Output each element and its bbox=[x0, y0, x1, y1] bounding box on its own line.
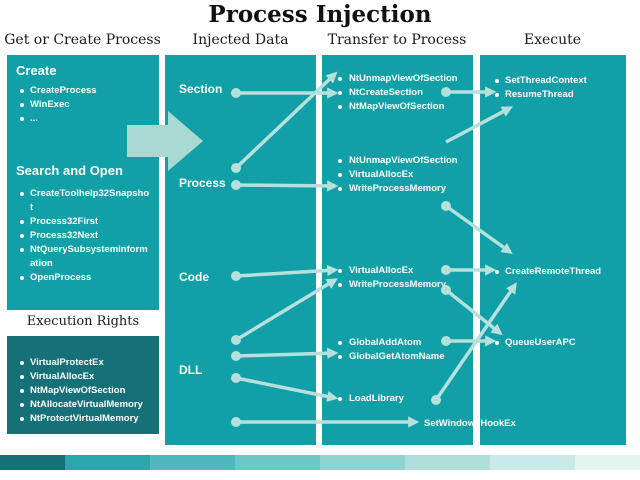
execution-rights-heading: Execution Rights bbox=[26, 314, 140, 329]
arrow-loadlibrary-to-create-remote bbox=[434, 282, 517, 401]
bullet bbox=[338, 269, 342, 273]
bullet bbox=[20, 417, 24, 421]
transfer-item: NtUnmapViewOfSection bbox=[349, 155, 458, 166]
bullet bbox=[20, 103, 24, 107]
search-item: OpenProcess bbox=[30, 272, 92, 283]
bullet bbox=[338, 283, 342, 287]
injected-code-label: Code bbox=[179, 270, 209, 284]
execute-item: CreateRemoteThread bbox=[505, 266, 602, 277]
arrow-dll-to-getatom bbox=[235, 347, 339, 359]
diagram-title: Process Injection bbox=[208, 1, 432, 28]
transfer-item: WriteProcessMemory bbox=[349, 279, 446, 290]
bullet bbox=[495, 341, 499, 345]
execute-item: ResumeThread bbox=[505, 89, 574, 100]
injected-dll-label: DLL bbox=[179, 363, 203, 377]
transfer-item: WriteProcessMemory bbox=[349, 183, 446, 194]
transfer-item: LoadLibrary bbox=[349, 393, 404, 404]
footer-bar bbox=[320, 455, 405, 470]
bullet bbox=[20, 375, 24, 379]
column-header-execute: Execute bbox=[523, 32, 582, 48]
bullet bbox=[338, 173, 342, 177]
transfer-item: GlobalAddAtom bbox=[349, 337, 422, 348]
rights-item: NtMapViewOfSection bbox=[30, 385, 126, 396]
column-header-get-or-create: Get or Create Process bbox=[4, 32, 161, 48]
bullet bbox=[20, 403, 24, 407]
arrow-code-to-virtualalloc bbox=[235, 264, 339, 278]
footer-bar bbox=[235, 455, 320, 470]
bullet bbox=[338, 159, 342, 163]
search-open-heading: Search and Open bbox=[16, 163, 123, 178]
transfer-item: VirtualAllocEx bbox=[349, 265, 414, 276]
bullet bbox=[20, 389, 24, 393]
arrow-write-to-create-remote bbox=[444, 204, 513, 254]
bullet bbox=[20, 276, 24, 280]
create-item: ... bbox=[30, 113, 38, 124]
transfer-item: VirtualAllocEx bbox=[349, 169, 414, 180]
column-header-transfer: Transfer to Process bbox=[327, 32, 467, 48]
rights-item: VirtualProtectEx bbox=[30, 357, 104, 368]
search-item: NtQuerySubsysteminformation bbox=[30, 244, 148, 269]
bullet bbox=[20, 89, 24, 93]
create-heading: Create bbox=[16, 63, 57, 78]
arrow-process-to-write bbox=[235, 180, 339, 192]
arrow-write-to-queue-apc bbox=[444, 288, 503, 336]
bullet bbox=[20, 248, 24, 252]
arrow-dll-to-loadlibrary bbox=[235, 376, 339, 402]
bullet bbox=[338, 187, 342, 191]
footer-bar bbox=[405, 455, 490, 470]
rights-item: VirtualAllocEx bbox=[30, 371, 95, 382]
search-item: CreateToolhelp32Snapshot bbox=[30, 188, 150, 213]
footer-bar bbox=[0, 455, 65, 470]
rights-item: NtAllocateVirtualMemory bbox=[30, 399, 143, 410]
bullet bbox=[338, 77, 342, 81]
bullet bbox=[338, 355, 342, 359]
bullet bbox=[20, 361, 24, 365]
footer-bar bbox=[575, 455, 640, 470]
bullet bbox=[338, 341, 342, 345]
search-item: Process32Next bbox=[30, 230, 99, 241]
get-process-panel bbox=[7, 55, 159, 310]
injected-section-label: Section bbox=[179, 82, 223, 96]
injected-process-label: Process bbox=[179, 176, 226, 190]
create-item: WinExec bbox=[30, 99, 70, 110]
execute-item: QueueUserAPC bbox=[505, 337, 576, 348]
set-windows-hook-label: SetWindowsHookEx bbox=[424, 418, 516, 429]
footer-bar bbox=[150, 455, 235, 470]
arrow-to-set-thread-context bbox=[445, 106, 513, 144]
bullet bbox=[20, 234, 24, 238]
bullet bbox=[495, 79, 499, 83]
transfer-item: NtUnmapViewOfSection bbox=[349, 73, 458, 84]
bullet bbox=[338, 91, 342, 95]
create-item: CreateProcess bbox=[30, 85, 97, 96]
arrow-process-to-unmap bbox=[234, 71, 338, 170]
transfer-item: GlobalGetAtomName bbox=[349, 351, 445, 362]
execution-rights-panel bbox=[7, 336, 159, 434]
transfer-item: NtCreateSection bbox=[349, 87, 423, 98]
bullet bbox=[20, 192, 24, 196]
footer-bar bbox=[490, 455, 575, 470]
bullet bbox=[495, 93, 499, 97]
transfer-item: NtMapViewOfSection bbox=[349, 101, 445, 112]
rights-item: NtProtectVirtualMemory bbox=[30, 413, 139, 424]
bullet bbox=[495, 270, 499, 274]
bullet bbox=[20, 117, 24, 121]
arrow-dll-to-virtualalloc bbox=[235, 278, 338, 342]
search-item: Process32First bbox=[30, 216, 99, 227]
bullet bbox=[338, 397, 342, 401]
big-arrow bbox=[127, 111, 203, 171]
bullet bbox=[20, 220, 24, 224]
footer-bar bbox=[65, 455, 150, 470]
column-header-injected-data: Injected Data bbox=[192, 32, 289, 48]
execute-item: SetThreadContext bbox=[505, 75, 587, 86]
bullet bbox=[338, 105, 342, 109]
